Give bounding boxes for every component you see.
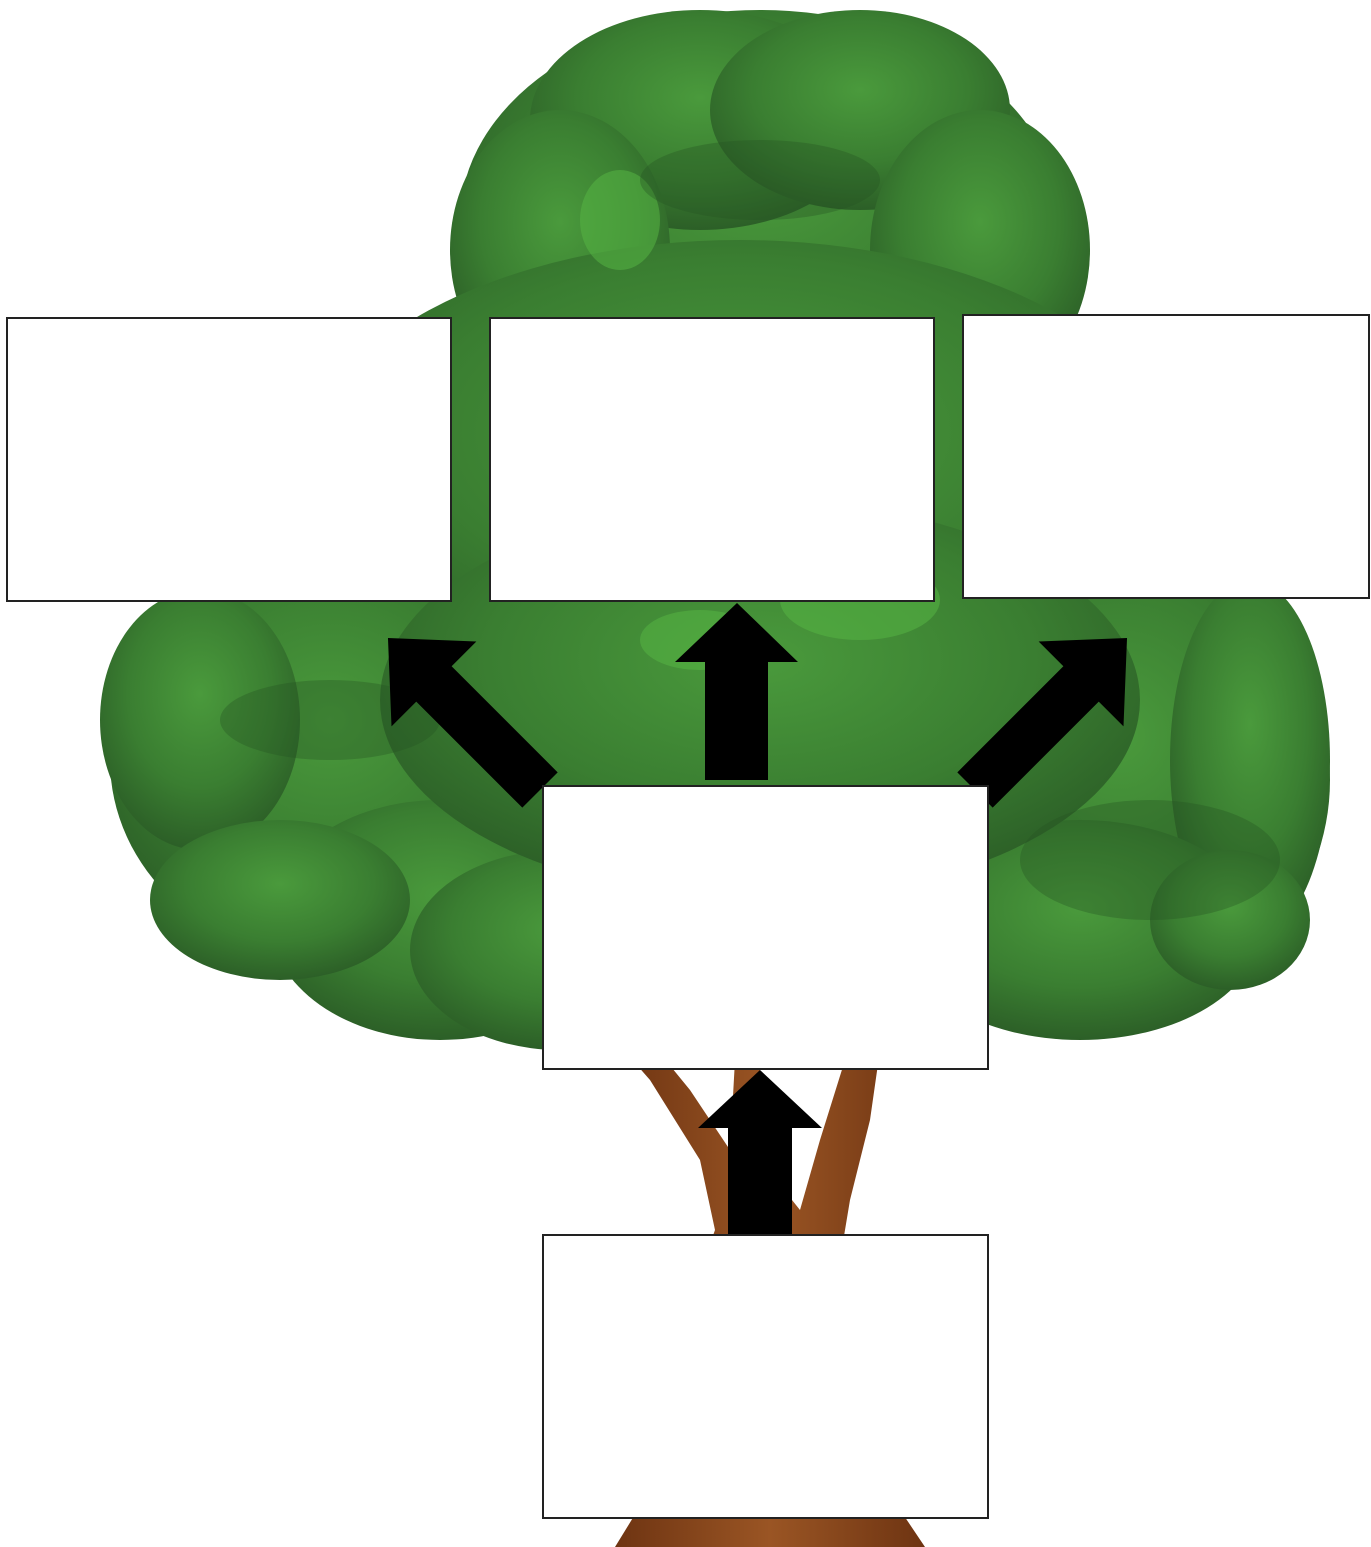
top-left-box[interactable]: [6, 317, 452, 602]
bottom-box[interactable]: [542, 1234, 989, 1519]
top-right-box[interactable]: [962, 314, 1370, 599]
top-center-box[interactable]: [489, 317, 935, 602]
middle-box[interactable]: [542, 785, 989, 1070]
